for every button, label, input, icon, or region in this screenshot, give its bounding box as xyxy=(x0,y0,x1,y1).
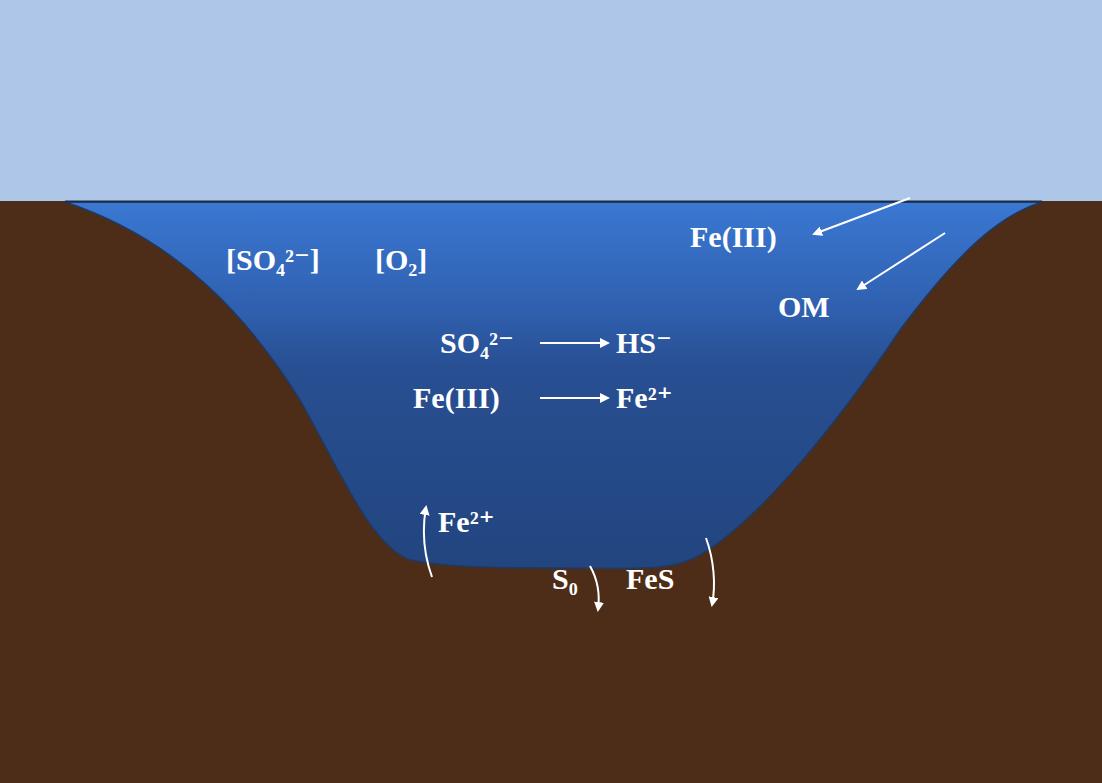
species-label: Fe(III) xyxy=(413,381,500,414)
ground xyxy=(0,201,1102,783)
process-arrows xyxy=(424,198,945,610)
flux-label: Fe²⁺ xyxy=(438,505,494,538)
sky xyxy=(0,0,1102,201)
concentration-label: [O₂] xyxy=(375,243,427,276)
concentration-label: [SO₄²⁻] xyxy=(226,243,320,276)
species-label: HS⁻ xyxy=(616,326,672,359)
species-label: SO₄²⁻ xyxy=(440,326,514,359)
water-surface xyxy=(65,201,1042,203)
input-label: OM xyxy=(778,290,830,323)
flux-label: S₀ xyxy=(552,562,578,595)
input-label: Fe(III) xyxy=(690,220,777,253)
species-label: Fe²⁺ xyxy=(616,381,672,414)
flux-label: FeS xyxy=(626,562,674,595)
lake-water xyxy=(65,202,1042,568)
